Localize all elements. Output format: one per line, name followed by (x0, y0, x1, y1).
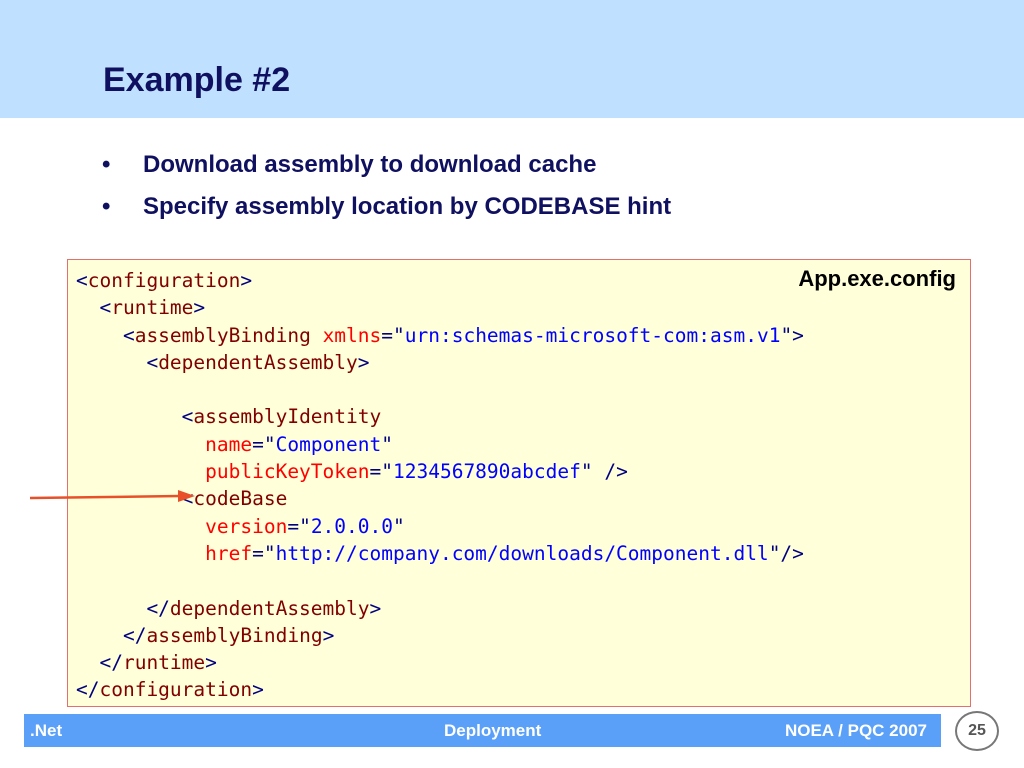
config-file-label: App.exe.config (798, 266, 956, 291)
footer-bar: .Net Deployment NOEA / PQC 2007 (24, 714, 941, 747)
code-token: codeBase (193, 487, 288, 511)
code-token: configuration (87, 269, 241, 292)
code-token: dependentAssembly (169, 596, 370, 620)
code-token: < (76, 350, 159, 374)
bullet-text: Download assembly to download cache (143, 151, 597, 178)
code-token: href (205, 541, 253, 565)
footer-course: .Net (30, 721, 63, 740)
page-number: 25 (955, 711, 999, 751)
code-token: =" (287, 514, 311, 538)
code-line: <dependentAssembly> (76, 349, 804, 376)
code-token: </ (76, 623, 147, 647)
code-token: =" (252, 432, 276, 456)
footer-topic: Deployment (444, 721, 542, 740)
code-line: </configuration> (76, 676, 804, 703)
code-line: </assemblyBinding> (76, 622, 804, 649)
code-token: > (205, 651, 217, 675)
title-banner (0, 0, 1024, 118)
code-token: < (76, 487, 194, 511)
config-code-listing: <configuration> <runtime> <assemblyBindi… (76, 267, 804, 704)
code-token: < (76, 296, 112, 320)
footer-author: NOEA / PQC 2007 (784, 721, 927, 740)
code-token: " (381, 432, 394, 456)
bullet-text: Specify assembly location by CODEBASE hi… (143, 193, 672, 220)
code-token: > (322, 623, 335, 647)
code-token (76, 515, 205, 538)
bullet-list: • Download assembly to download cache • … (102, 148, 902, 232)
code-line: <assemblyIdentity (76, 403, 804, 430)
code-token: name (205, 432, 253, 456)
bullet-dot: • (102, 193, 111, 220)
code-line: name="Component" (76, 431, 804, 458)
code-token: dependentAssembly (158, 350, 358, 374)
code-token: > (357, 350, 370, 374)
code-token: =" (369, 460, 393, 484)
code-token: version (205, 514, 288, 538)
pointer-arrow-icon (30, 490, 195, 502)
code-token: </ (76, 651, 123, 675)
code-token (311, 324, 323, 347)
code-box: App.exe.config <configuration> <runtime>… (67, 259, 971, 707)
code-token: < (76, 269, 88, 292)
code-line: <runtime> (76, 294, 804, 321)
bullet-item: • Specify assembly location by CODEBASE … (102, 190, 902, 232)
code-token: " /> (580, 460, 628, 484)
code-line: <configuration> (76, 267, 804, 294)
code-token: http://company.com/downloads/Component.d… (275, 541, 769, 565)
code-token (76, 460, 205, 483)
code-token: assemblyBinding (134, 323, 311, 347)
code-line: <codeBase (76, 485, 804, 512)
code-token: > (369, 596, 382, 620)
code-line: <assemblyBinding xmlns="urn:schemas-micr… (76, 322, 804, 349)
code-token: publicKeyToken (205, 460, 370, 484)
bullet-item: • Download assembly to download cache (102, 148, 902, 190)
slide-title: Example #2 (103, 61, 291, 99)
code-token: > (240, 269, 253, 292)
code-token: "/> (768, 541, 804, 565)
code-token: 1234567890abcdef (393, 460, 581, 484)
code-token: < (76, 323, 135, 347)
code-token: > (193, 296, 206, 320)
code-token: =" (381, 323, 405, 347)
code-token (76, 433, 205, 456)
code-token: runtime (122, 651, 206, 675)
code-token: "> (780, 323, 804, 347)
code-token (76, 542, 205, 565)
code-token: </ (76, 678, 100, 702)
code-token: </ (76, 596, 170, 620)
code-line: publicKeyToken="1234567890abcdef" /> (76, 458, 804, 485)
code-token: runtime (111, 296, 194, 320)
code-token: xmlns (322, 323, 382, 347)
code-token: assemblyBinding (146, 623, 323, 647)
code-line: </dependentAssembly> (76, 595, 804, 622)
code-token: Component (275, 432, 382, 456)
code-line: version="2.0.0.0" (76, 513, 804, 540)
code-token: urn:schemas-microsoft-com:asm.v1 (404, 323, 781, 347)
code-line (76, 567, 804, 594)
code-token: configuration (99, 678, 253, 702)
code-token: 2.0.0.0 (310, 514, 393, 538)
code-line (76, 376, 804, 403)
code-token: assemblyIdentity (193, 405, 382, 429)
code-token: =" (252, 541, 276, 565)
code-line: href="http://company.com/downloads/Compo… (76, 540, 804, 567)
code-token: " (393, 514, 405, 538)
code-token: > (252, 678, 264, 702)
bullet-dot: • (102, 151, 111, 178)
code-token: < (76, 405, 194, 429)
code-line: </runtime> (76, 649, 804, 676)
